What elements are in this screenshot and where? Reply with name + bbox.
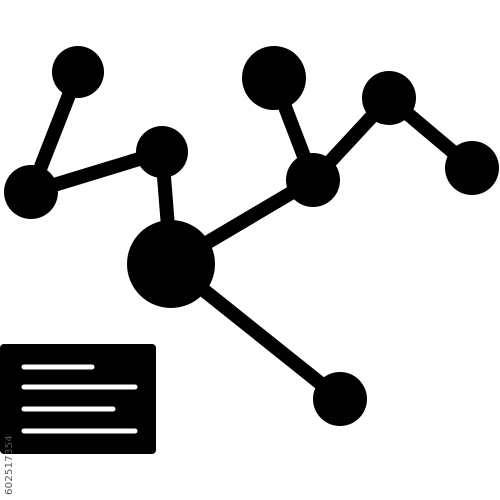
node-far-right [445, 141, 499, 195]
node-hub [127, 220, 215, 308]
info-card [0, 344, 156, 454]
network-nodes [4, 46, 499, 426]
info-card-panel [0, 344, 156, 454]
node-right-upper [362, 71, 416, 125]
node-left [4, 165, 58, 219]
node-bottom-right [313, 372, 367, 426]
info-card-text-lines [21, 364, 138, 434]
node-top-center [242, 46, 306, 110]
node-center-right [286, 153, 340, 207]
node-top-left [52, 46, 104, 98]
stock-image-id: 602517354 [4, 435, 15, 495]
node-mid-left [136, 126, 188, 178]
